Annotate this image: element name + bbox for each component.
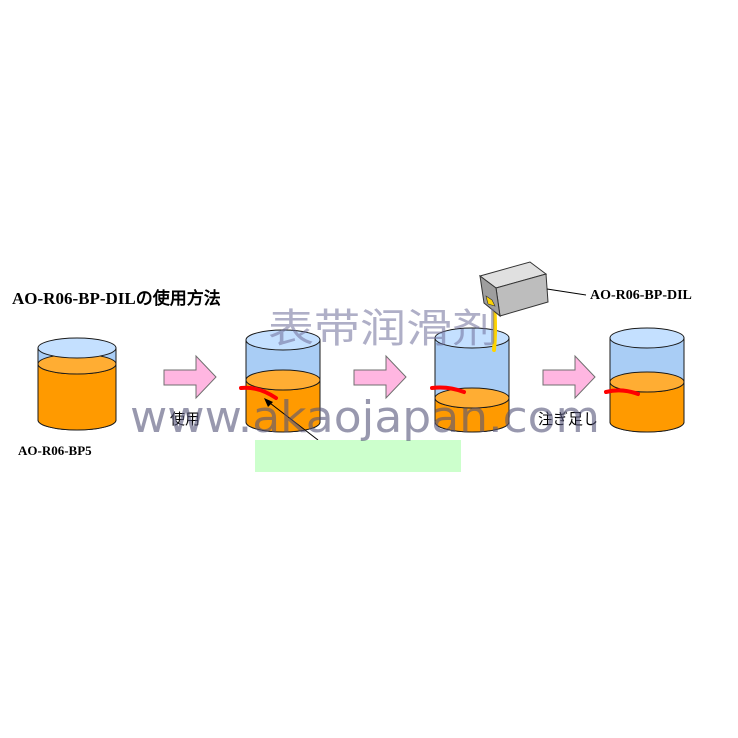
- beaker-rim-4: [609, 327, 685, 349]
- watermark-chinese: 表带润滑剂: [268, 306, 498, 352]
- callout-box: [255, 440, 461, 472]
- initial-level-marker-2: [239, 385, 278, 400]
- callout-line: [265, 399, 319, 441]
- watermark-url: www.akaojapan.com: [130, 392, 600, 443]
- label-dil: AO-R06-BP-DIL: [590, 288, 692, 303]
- oil-surface-4: [609, 371, 685, 393]
- beaker-2: [239, 329, 321, 433]
- arrow-right-3: [542, 354, 596, 400]
- arrow-right-2: [353, 354, 407, 400]
- beaker-3: [430, 300, 510, 433]
- bottle-spout: [485, 295, 496, 307]
- beaker-rim-1: [37, 337, 117, 359]
- beaker-1: [37, 337, 117, 431]
- arrow-right-1: [163, 354, 217, 400]
- beaker-rim-3: [434, 327, 510, 349]
- beaker-4: [604, 327, 685, 433]
- bottle-dil: [478, 261, 549, 318]
- initial-level-marker-4: [604, 388, 640, 396]
- oil-surface-3: [434, 387, 510, 409]
- label-step-use: 使用: [170, 410, 200, 428]
- oil-surface-2: [245, 369, 321, 391]
- callout-arrowhead: [264, 398, 273, 407]
- label-bp5: AO-R06-BP5: [18, 443, 92, 458]
- beaker-rim-2: [245, 329, 321, 351]
- dil-leader-line: [546, 288, 587, 296]
- label-step-pour: 注ぎ足し: [538, 410, 598, 428]
- initial-level-marker-3: [430, 385, 466, 394]
- page-title: AO-R06-BP-DILの使用方法: [12, 289, 221, 308]
